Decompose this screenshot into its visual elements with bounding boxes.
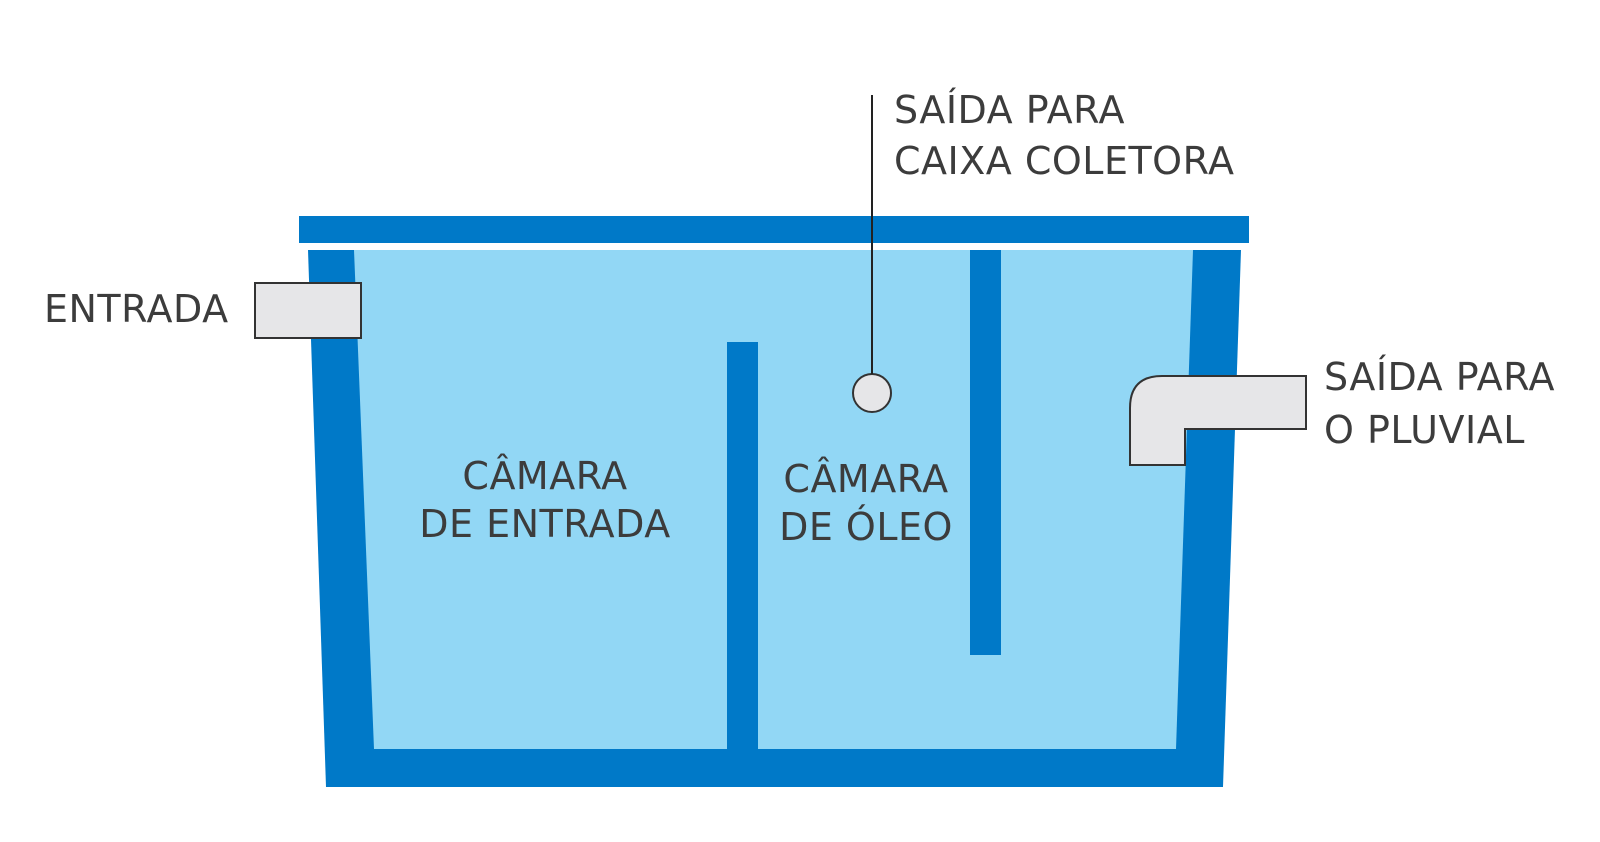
water-area xyxy=(354,250,1193,749)
label-camara-oleo-line1: CÂMARA xyxy=(783,457,948,501)
label-camara-entrada-line2: DE ENTRADA xyxy=(419,502,670,546)
lid-gap xyxy=(299,243,1249,249)
label-saida-pluvial-line1: SAÍDA PARA xyxy=(1324,355,1555,399)
pluvial-outlet-elbow-pipe xyxy=(1129,375,1307,466)
label-entrada: ENTRADA xyxy=(44,287,229,331)
partition-right xyxy=(970,250,1001,655)
partition-left xyxy=(727,342,758,752)
label-saida-caixa-line2: CAIXA COLETORA xyxy=(894,139,1234,183)
collector-outlet-pipe xyxy=(852,373,892,413)
label-saida-pluvial-line2: O PLUVIAL xyxy=(1324,408,1525,452)
tank-lid xyxy=(299,216,1249,243)
inlet-pipe xyxy=(254,282,362,339)
label-saida-caixa-line1: SAÍDA PARA xyxy=(894,88,1125,132)
label-camara-oleo-line2: DE ÓLEO xyxy=(779,505,953,549)
label-camara-entrada-line1: CÂMARA xyxy=(462,454,627,498)
